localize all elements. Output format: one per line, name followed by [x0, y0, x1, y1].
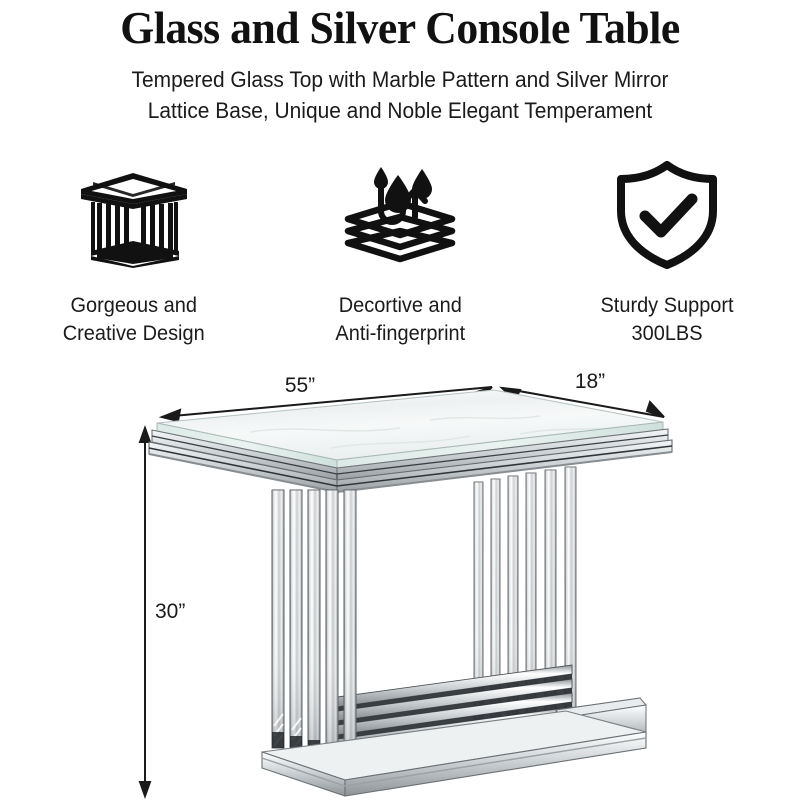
feature-list: Gorgeous and Creative Design	[0, 160, 800, 360]
feature-label-design: Gorgeous and Creative Design	[62, 292, 204, 348]
feature-label-design-line-2: Creative Design	[62, 322, 205, 345]
water-repellent-layers-icon	[340, 160, 460, 270]
dimension-depth-label: 18”	[575, 370, 605, 393]
product-illustration: 55” 18” 30”	[0, 360, 800, 800]
subtitle-line-2: Lattice Base, Unique and Noble Elegant T…	[147, 98, 653, 123]
page-subtitle: Tempered Glass Top with Marble Pattern a…	[84, 64, 716, 126]
glass-table-top	[148, 389, 673, 494]
dimension-height	[138, 425, 152, 799]
feature-label-support: Sturdy Support 300LBS	[600, 292, 733, 348]
table-base-front-leg	[271, 489, 357, 765]
dimension-width-label: 55”	[285, 374, 315, 397]
feature-item-design: Gorgeous and Creative Design	[0, 160, 267, 360]
dimension-height-label: 30”	[155, 600, 185, 623]
feature-item-support: Sturdy Support 300LBS	[533, 160, 800, 360]
feature-label-design-line-1: Gorgeous and	[70, 294, 197, 317]
feature-item-antifingerprint: Decortive and Anti-fingerprint	[267, 160, 534, 360]
table-base-foot-plate	[261, 697, 647, 797]
feature-label-antifingerprint-line-2: Anti-fingerprint	[335, 322, 465, 345]
feature-label-antifingerprint: Decortive and Anti-fingerprint	[335, 292, 465, 348]
console-table-icon	[71, 160, 196, 270]
page-title: Glass and Silver Console Table	[120, 3, 680, 53]
shield-check-icon	[612, 160, 722, 270]
subtitle-line-1: Tempered Glass Top with Marble Pattern a…	[131, 67, 669, 92]
feature-label-antifingerprint-line-1: Decortive and	[338, 294, 462, 317]
feature-label-support-line-2: 300LBS	[631, 322, 703, 345]
table-base-back-leg	[473, 466, 577, 734]
feature-label-support-line-1: Sturdy Support	[600, 294, 734, 317]
